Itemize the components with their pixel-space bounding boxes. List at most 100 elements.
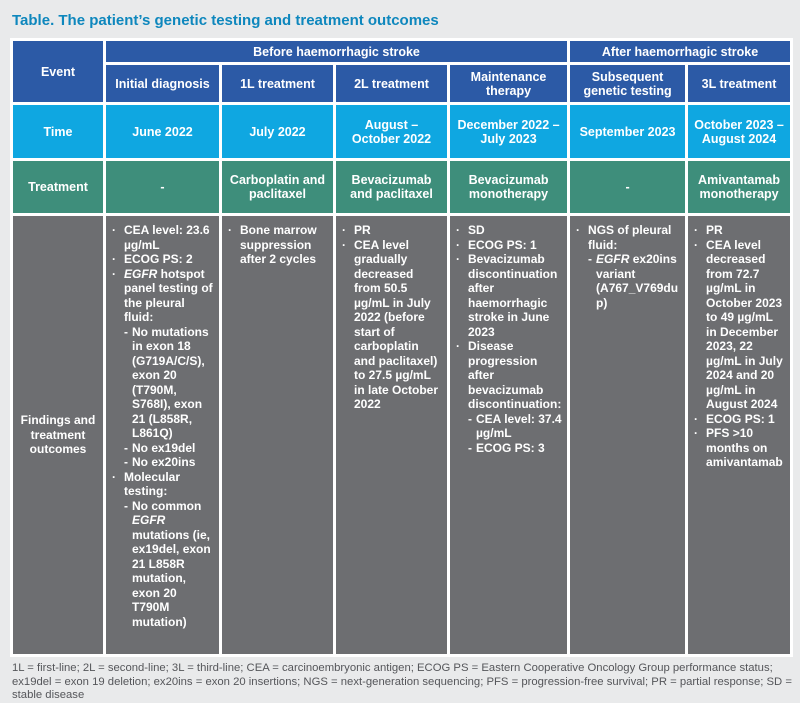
sub-bullet-text: EGFR ex20ins variant (A767_V769dup) [596, 252, 679, 310]
bullet-item: · CEA level decreased from 72.7 µg/mL in … [694, 238, 785, 412]
bullet-dot-icon: · [112, 469, 116, 484]
sub-bullet-dash-icon: - [468, 440, 472, 455]
bullet-text: CEA level decreased from 72.7 µg/mL in O… [706, 237, 783, 412]
bullet-dot-icon: · [576, 223, 581, 237]
sub-bullet-item: -No ex20ins [112, 455, 214, 470]
findings-cell-1l-treatment: · Bone marrow suppression after 2 cycles [219, 213, 336, 657]
time-row-label: Time [10, 102, 106, 161]
bullet-item: · ECOG PS: 1 [456, 238, 562, 253]
sub-bullet-dash-icon: - [124, 455, 128, 469]
event-header-cell: Event [10, 38, 106, 105]
time-cell-maintenance-therapy: December 2022 – July 2023 [446, 102, 571, 161]
bullet-text: ECOG PS: 1 [468, 237, 537, 252]
column-header-1l-treatment: 1L treatment [219, 62, 336, 105]
time-cell-1l-treatment: July 2022 [219, 102, 336, 161]
header-columns-row: Initial diagnosis 1L treatment 2L treatm… [12, 62, 794, 105]
treatment-cell-subsequent-genetic-testing: - [567, 158, 689, 216]
time-cell-3l-treatment: October 2023 – August 2024 [685, 102, 794, 161]
bullet-dot-icon: · [694, 426, 699, 440]
bullet-dot-icon: · [342, 223, 346, 237]
bullet-text: Bone marrow suppression after 2 cycles [240, 223, 317, 266]
header-group-row: Event Before haemorrhagic stroke After h… [10, 38, 794, 105]
column-header-2l-treatment: 2L treatment [333, 62, 450, 105]
bullet-item: · Disease progression after bevacizumab d… [456, 339, 562, 412]
bullet-dot-icon: · [112, 223, 116, 237]
group-before-header-cell: Before haemorrhagic stroke [102, 38, 571, 65]
time-cell-subsequent-genetic-testing: September 2023 [567, 102, 689, 161]
bullet-item: · NGS of pleural fluid: [576, 223, 680, 252]
column-header-maintenance-therapy: Maintenance therapy [446, 62, 571, 105]
findings-cell-subsequent-genetic-testing: · NGS of pleural fluid:-EGFR ex20ins vari… [567, 213, 689, 657]
bullet-item: ·SD [456, 223, 562, 238]
sub-bullet-item: -ECOG PS: 3 [456, 441, 562, 456]
table-title: Table. The patient’s genetic testing and… [12, 12, 439, 29]
sub-bullet-dash-icon: - [468, 411, 472, 426]
bullet-item: · Molecular testing: [112, 470, 214, 499]
bullet-text: CEA level: 23.6 µg/mL [124, 223, 210, 252]
sub-bullet-text: No ex20ins [132, 455, 196, 469]
bullet-dot-icon: · [456, 237, 460, 252]
time-row: Time June 2022 July 2022 August – Octobe… [10, 102, 794, 161]
sub-bullet-item: -CEA level: 37.4 µg/mL [456, 412, 562, 441]
bullet-item: ·CEA level gradually decreased from 50.5… [342, 238, 442, 412]
bullet-text: Molecular testing: [124, 469, 181, 499]
sub-bullet-item: -No mutations in exon 18 (G719A/C/S), ex… [112, 325, 214, 441]
bullet-dot-icon: · [456, 223, 460, 237]
bullet-text: NGS of pleural fluid: [588, 223, 672, 252]
bullet-item: ·EGFR hotspot panel testing of the pleur… [112, 267, 214, 325]
bullet-dot-icon: · [456, 252, 460, 266]
sub-bullet-text: No ex19del [132, 440, 196, 455]
bullet-text: Bevacizumab discontinuation after haemor… [468, 252, 558, 339]
bullet-item: ·PR [694, 223, 785, 238]
sub-bullet-dash-icon: - [124, 498, 128, 513]
findings-cell-2l-treatment: · PR·CEA level gradually decreased from 5… [333, 213, 450, 657]
treatment-row-label: Treatment [10, 158, 106, 216]
bullet-dot-icon: · [694, 237, 699, 252]
treatment-row: Treatment - Carboplatin and paclitaxel B… [10, 158, 794, 216]
findings-cell-3l-treatment: ·PR·CEA level decreased from 72.7 µg/mL … [685, 213, 794, 657]
sub-bullet-item: -No common EGFR mutations (ie, ex19del, … [112, 499, 214, 630]
bullet-text: CEA level gradually decreased from 50.5 … [354, 237, 439, 412]
bullet-text: Disease progression after bevacizumab di… [468, 339, 562, 411]
bullet-dot-icon: · [456, 339, 460, 353]
column-header-subsequent-genetic-testing: Subsequent genetic testing [567, 62, 689, 105]
bullet-item: · CEA level: 23.6 µg/mL [112, 223, 214, 252]
bullet-dot-icon: · [228, 223, 232, 237]
treatment-cell-maintenance-therapy: Bevacizumab monotherapy [446, 158, 571, 216]
bullet-text: EGFR hotspot panel testing of the pleura… [124, 266, 213, 325]
treatment-cell-3l-treatment: Amivantamab monotherapy [685, 158, 794, 216]
genetic-testing-table: Event Before haemorrhagic stroke After h… [10, 38, 794, 657]
time-cell-2l-treatment: August – October 2022 [333, 102, 450, 161]
sub-bullet-item: -EGFR ex20ins variant (A767_V769dup) [576, 252, 680, 310]
findings-cell-maintenance-therapy: ·SD·ECOG PS: 1·Bevacizumab discontinuati… [446, 213, 571, 657]
sub-bullet-dash-icon: - [588, 252, 593, 266]
sub-bullet-dash-icon: - [124, 440, 128, 455]
treatment-cell-1l-treatment: Carboplatin and paclitaxel [219, 158, 336, 216]
bullet-item: ·ECOG PS: 2 [112, 252, 214, 267]
bullet-item: · Bevacizumab discontinuation after haemo… [456, 252, 562, 339]
abbreviations-footnote: 1L = first-line; 2L = second-line; 3L = … [12, 662, 792, 701]
findings-row-label: Findings and treatment outcomes [10, 213, 106, 657]
treatment-cell-initial-diagnosis: - [103, 158, 222, 216]
time-cell-initial-diagnosis: June 2022 [103, 102, 222, 161]
findings-cell-initial-diagnosis: ·CEA level: 23.6 µg/mL·ECOG PS: 2·EGFR h… [103, 213, 222, 657]
bullet-dot-icon: · [694, 411, 699, 426]
treatment-cell-2l-treatment: Bevacizumab and paclitaxel [333, 158, 450, 216]
sub-bullet-text: CEA level: 37.4 µg/mL [476, 411, 562, 441]
bullet-item: · ECOG PS: 1 [694, 412, 785, 427]
sub-bullet-text: No common EGFR mutations (ie, ex19del, e… [132, 498, 211, 629]
column-header-initial-diagnosis: Initial diagnosis [103, 62, 222, 105]
sub-bullet-text: ECOG PS: 3 [476, 440, 545, 455]
bullet-item: · Bone marrow suppression after 2 cycles [228, 223, 328, 267]
sub-bullet-dash-icon: - [124, 324, 128, 339]
bullet-item: ·PFS >10 months on amivantamab [694, 426, 785, 470]
bullet-text: ECOG PS: 2 [124, 252, 193, 266]
findings-row: Findings and treatment outcomes ·CEA lev… [10, 213, 794, 657]
column-header-3l-treatment: 3L treatment [685, 62, 794, 105]
bullet-text: PR [354, 223, 371, 237]
group-after-header-cell: After haemorrhagic stroke [567, 38, 794, 65]
bullet-text: ECOG PS: 1 [706, 411, 775, 426]
bullet-item: · PR [342, 223, 442, 238]
sub-bullet-item: -No ex19del [112, 441, 214, 456]
